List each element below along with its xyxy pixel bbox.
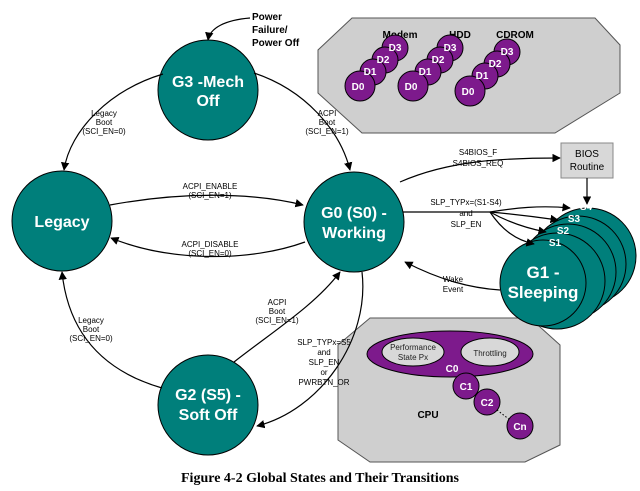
g3-g0-label-2: Boot	[319, 118, 336, 127]
modem-device-stack: D3 D2 D1 D0	[344, 34, 409, 102]
hdd-d2: D2	[432, 55, 445, 66]
g0-g2-label-1: SLP_TYPx=S5	[297, 338, 351, 347]
power-failure-line3: Power Off	[252, 38, 300, 49]
g0-working-node	[303, 171, 405, 273]
s2-label: S2	[557, 226, 570, 237]
g3-legacy-label-3: (SCI_EN=0)	[82, 127, 126, 136]
g0-g2-label-5: PWRBTN_OR	[298, 378, 349, 387]
slp-arrow-s2	[489, 211, 547, 235]
figure-caption: Figure 4-2 Global States and Their Trans…	[181, 471, 460, 486]
c0-label: C0	[446, 364, 459, 375]
acpi-enable-label-1: ACPI_ENABLE	[183, 182, 238, 191]
acpi-disable-label-1: ACPI_DISABLE	[182, 240, 239, 249]
g1-title-line2: Sleeping	[508, 283, 579, 302]
g0-title-line1: G0 (S0) -	[321, 205, 387, 222]
g0-title-line2: Working	[322, 225, 386, 242]
modem-d3: D3	[389, 43, 402, 54]
g1-title-line1: G1 -	[526, 263, 559, 282]
g3-legacy-label-2: Boot	[96, 118, 113, 127]
g0-to-g2-arrow	[256, 271, 364, 429]
g2-title-line2: Soft Off	[179, 407, 238, 424]
g1-sleeping-stack: S4 S3 S2 S1 G1 - Sleeping	[499, 202, 637, 330]
g2-to-g0-arrow	[233, 271, 341, 363]
g0-g2-label-3: SLP_EN	[309, 358, 340, 367]
cdrom-device-stack: D3 D2 D1 D0	[454, 38, 521, 107]
modem-d2: D2	[377, 55, 390, 66]
perf-label-line2: State Px	[398, 353, 428, 362]
throttling-label: Throttling	[473, 349, 506, 358]
g2-legacy-label-3: (SCI_EN=0)	[69, 334, 113, 343]
c1-label: C1	[460, 382, 473, 393]
cdrom-d1: D1	[476, 71, 489, 82]
device-title-cdrom: CDROM	[496, 30, 534, 41]
legacy-node	[11, 170, 113, 272]
g3-g0-label-3: (SCI_EN=1)	[305, 127, 349, 136]
s3-label: S3	[568, 214, 581, 225]
cdrom-d3: D3	[501, 47, 514, 58]
modem-d1: D1	[364, 67, 377, 78]
slp-arrow-s4	[489, 203, 571, 213]
g3-title-line2: Off	[196, 93, 220, 110]
cpu-label: CPU	[417, 410, 438, 421]
g2-soft-off-node	[157, 354, 259, 456]
hdd-d3: D3	[444, 43, 457, 54]
cdrom-d2: D2	[489, 59, 502, 70]
device-title-hdd: HDD	[449, 30, 471, 41]
slp-label-2: and	[459, 209, 472, 218]
slp-arrow-s3	[489, 211, 559, 224]
perf-label-line1: Performance	[390, 343, 436, 352]
g2-g0-label-3: (SCI_EN=1)	[255, 316, 299, 325]
acpi-disable-label-2: (SCI_EN=0)	[188, 249, 232, 258]
c1-state	[452, 372, 480, 400]
slp-label-1: SLP_TYPx=(S1-S4)	[430, 198, 502, 207]
wake-event-arrow	[404, 261, 501, 291]
hdd-device-stack: D3 D2 D1 D0	[397, 34, 464, 102]
g2-legacy-label-2: Boot	[83, 325, 100, 334]
slp-arrow-s1	[489, 211, 535, 247]
g0-g2-label-2: and	[317, 348, 330, 357]
g3-to-g0-arrow	[253, 72, 353, 171]
power-failure-arrow	[205, 17, 251, 41]
acpi-disable-arrow	[110, 236, 306, 258]
s4bios-label-1: S4BIOS_F	[459, 148, 497, 157]
g1-sleeping-node	[499, 239, 587, 327]
acpi-enable-label-2: (SCI_EN=1)	[188, 191, 232, 200]
c2-label: C2	[481, 398, 494, 409]
g2-g0-label-2: Boot	[269, 307, 286, 316]
g2-to-legacy-arrow	[58, 271, 163, 389]
acpi-enable-arrow	[109, 194, 304, 208]
c2-state	[473, 388, 501, 416]
power-failure-line2: Failure/	[252, 25, 288, 36]
power-failure-line1: Power	[252, 12, 282, 23]
legacy-title: Legacy	[34, 214, 89, 231]
slp-label-3: SLP_EN	[451, 220, 482, 229]
g3-to-legacy-arrow	[60, 73, 164, 171]
modem-d0: D0	[352, 82, 365, 93]
hdd-d1: D1	[419, 67, 432, 78]
wake-label-1: Wake	[443, 275, 464, 284]
g3-legacy-label-1: Legacy	[91, 109, 117, 118]
s4bios-label-2: S4BIOS_REQ	[453, 159, 504, 168]
g3-title-line1: G3 -Mech	[172, 74, 244, 91]
cdrom-d0: D0	[462, 87, 475, 98]
throttling-state	[460, 337, 520, 367]
g2-title-line1: G2 (S5) -	[175, 387, 241, 404]
cn-state	[506, 412, 534, 440]
s1-label: S1	[549, 238, 562, 249]
g2-legacy-label-1: Legacy	[78, 316, 104, 325]
g0-g2-label-4: or	[320, 368, 327, 377]
bios-routine-line2: Routine	[570, 162, 605, 173]
g2-g0-label-1: ACPI	[268, 298, 287, 307]
s4bios-arrow	[399, 153, 561, 183]
bios-routine-line1: BIOS	[575, 149, 599, 160]
s4-label: S4	[580, 202, 593, 213]
wake-label-2: Event	[443, 285, 464, 294]
hdd-d0: D0	[405, 82, 418, 93]
cn-label: Cn	[513, 422, 526, 433]
performance-state-px	[381, 337, 445, 367]
g3-g0-label-1: ACPI	[318, 109, 337, 118]
